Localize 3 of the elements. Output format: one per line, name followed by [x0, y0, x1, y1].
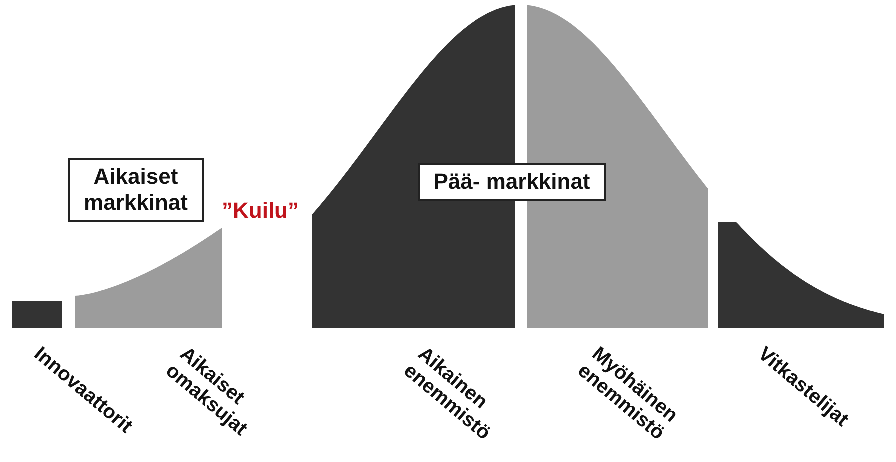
- gap-label: ”Kuilu”: [222, 200, 299, 222]
- market-box: Aikaiset markkinat: [68, 158, 204, 222]
- market-box: Pää- markkinat: [418, 163, 606, 201]
